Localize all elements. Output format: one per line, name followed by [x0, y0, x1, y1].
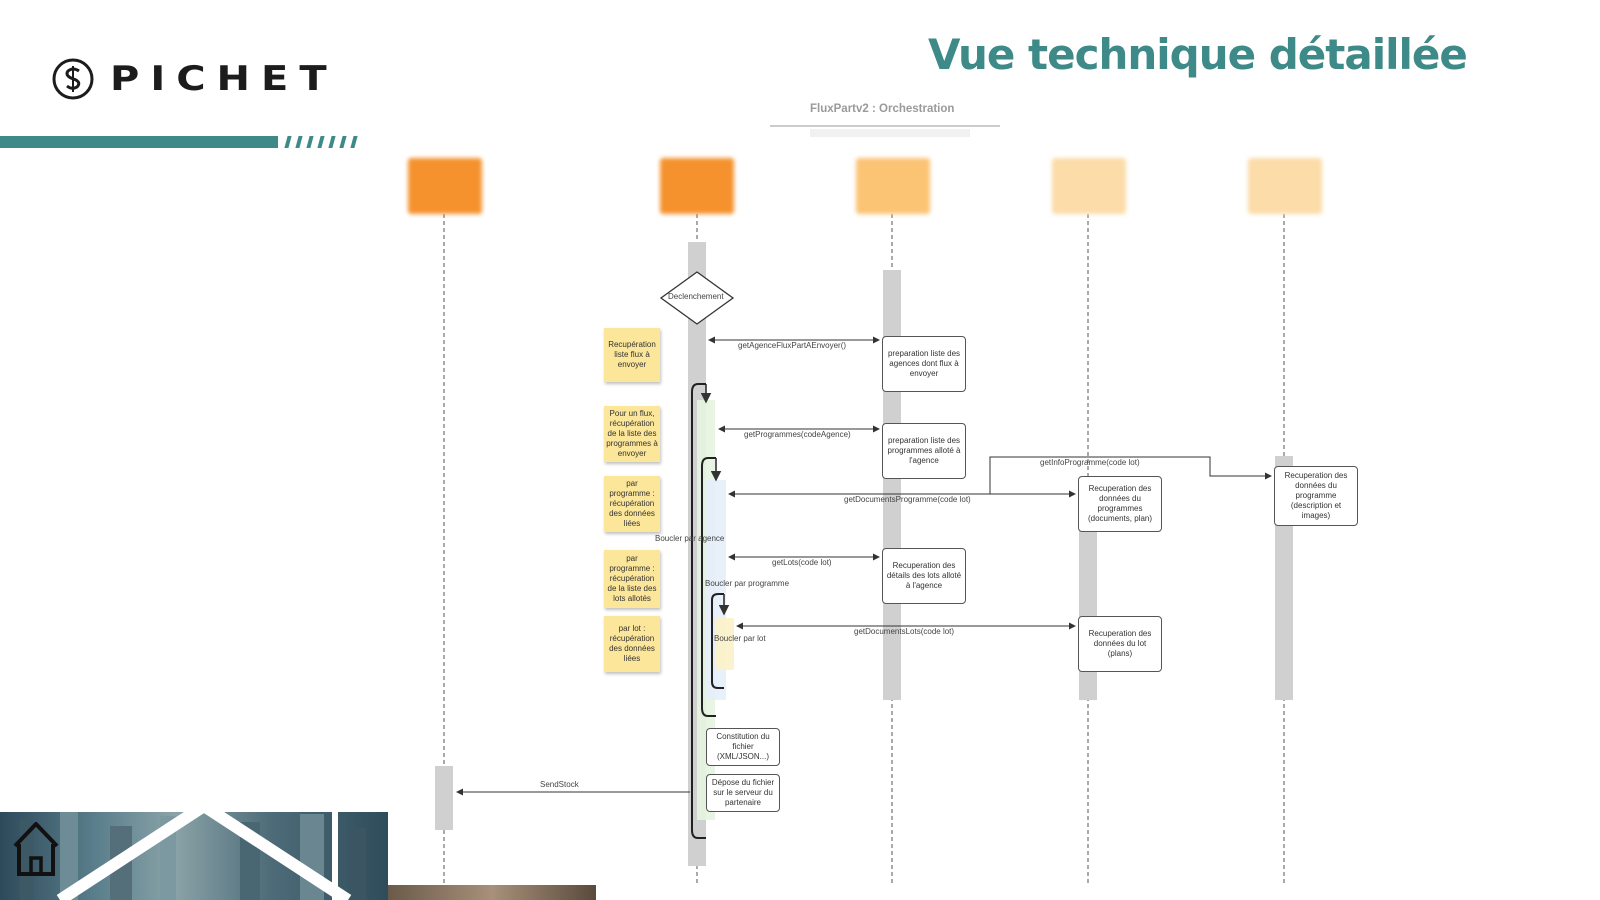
process-box: preparation liste des agences dont flux …: [882, 336, 966, 392]
loop-label: Boucler par agence: [655, 534, 725, 543]
process-box: preparation liste des programmes alloté …: [882, 423, 966, 479]
home-icon[interactable]: [12, 820, 60, 881]
sticky-note: par programme : récupération des données…: [604, 476, 660, 532]
loop-label: Boucler par lot: [714, 634, 766, 643]
city-photo-strip: [388, 885, 596, 900]
message-label: getAgenceFluxPartAEnvoyer(): [738, 341, 847, 350]
process-box: Dépose du fichier sur le serveur du part…: [706, 774, 780, 812]
lifeline-head-4: [1052, 158, 1126, 214]
message-label: SendStock: [540, 780, 579, 789]
teal-accent-bar: [0, 136, 278, 148]
process-box: Recuperation des détails des lots alloté…: [882, 548, 966, 604]
sticky-note: par lot : récupération des données liées: [604, 616, 660, 672]
lifeline-head-2: [660, 158, 734, 214]
lifeline-head-3: [856, 158, 930, 214]
process-box: Recuperation des données du lot (plans): [1078, 616, 1162, 672]
sticky-note: par programme : récupération de la liste…: [604, 550, 660, 608]
activation-bar: [435, 766, 453, 830]
process-box: Recuperation des données du programme (d…: [1274, 466, 1358, 526]
lifeline-head-1: [408, 158, 482, 214]
brand-name: PICHET: [110, 59, 338, 99]
message-label: getProgrammes(codeAgence): [744, 430, 851, 439]
sticky-note: Recupération liste flux à envoyer: [604, 328, 660, 382]
message-label: getInfoProgramme(code lot): [1040, 458, 1140, 467]
message-label: getDocumentsProgramme(code lot): [844, 495, 971, 504]
sticky-note: Pour un flux, récupération de la liste d…: [604, 406, 660, 462]
process-box: Constitution du fichier (XML/JSON...): [706, 728, 780, 766]
diagram-title: FluxPartv2 : Orchestration: [810, 103, 955, 115]
process-box: Recuperation des données du programmes (…: [1078, 476, 1162, 532]
lifeline-head-5: [1248, 158, 1322, 214]
trigger-diamond: [659, 271, 735, 325]
city-photo: [0, 812, 388, 900]
trigger-label: Declenchement: [668, 292, 724, 301]
picheet-s-circle-icon: [52, 58, 94, 100]
message-label: getLots(code lot): [772, 558, 832, 567]
loop-label: Boucler par programme: [705, 579, 790, 588]
slide-title: Vue technique détaillée: [928, 30, 1468, 79]
brand-logo: PICHET: [52, 56, 338, 102]
message-label: getDocumentsLots(code lot): [854, 627, 955, 636]
